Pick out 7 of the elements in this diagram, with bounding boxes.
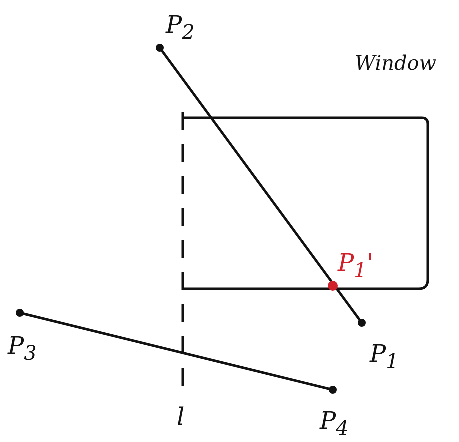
window-label: Window [355, 50, 436, 76]
point-label: P$_{2}$ [166, 12, 195, 45]
intersection-label: P$_{1}$' [338, 250, 374, 283]
point-label: P$_{4}$ [320, 408, 349, 441]
line-label: l [177, 404, 185, 430]
point-label: P$_{1}$ [370, 341, 399, 374]
point-label: P$_{3}$ [8, 333, 37, 366]
